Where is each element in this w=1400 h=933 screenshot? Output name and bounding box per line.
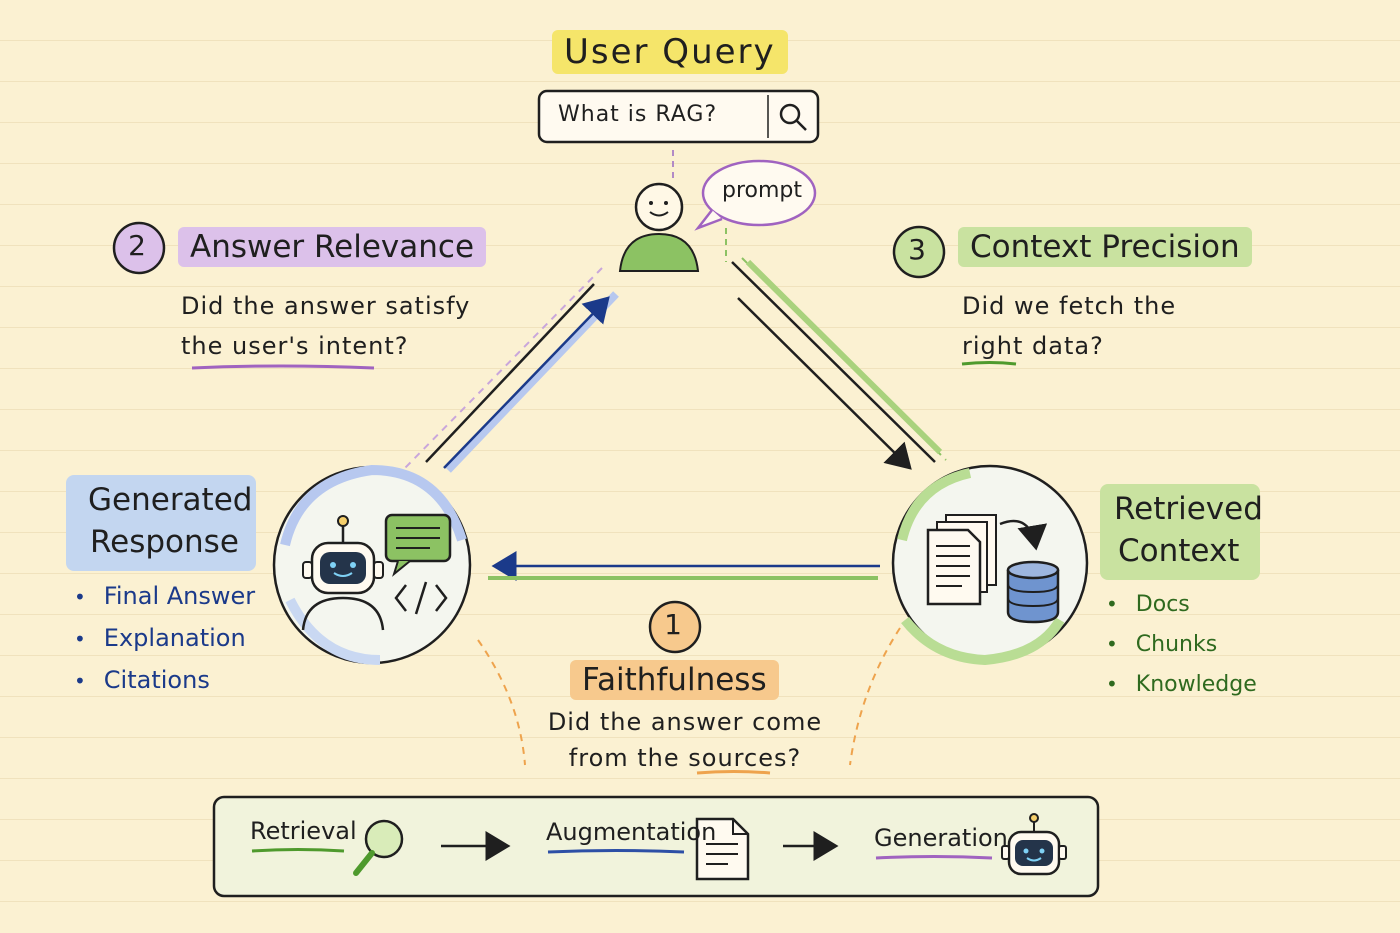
prompt-label: prompt xyxy=(722,178,803,203)
flow-arrows xyxy=(425,259,943,581)
pipeline-step-generation: Generation xyxy=(874,824,1008,852)
list-item: Citations xyxy=(74,659,255,701)
metric-number-3: 3 xyxy=(908,233,926,266)
user-query-title: User Query xyxy=(552,30,788,74)
list-item: Explanation xyxy=(74,617,255,659)
answer-relevance-question: Did the answer satisfy the user's intent… xyxy=(181,292,471,360)
retrieved-context-list: Docs Chunks Knowledge xyxy=(1106,584,1257,704)
generated-response-list: Final Answer Explanation Citations xyxy=(74,575,255,701)
search-box xyxy=(537,89,820,144)
search-icon xyxy=(779,103,807,131)
code-icon xyxy=(394,581,448,615)
pipeline-step-retrieval: Retrieval xyxy=(250,817,357,845)
context-precision-question: Did we fetch the right data? xyxy=(962,292,1177,360)
metric-number-1: 1 xyxy=(664,608,682,641)
prompt-bubble-icon xyxy=(694,159,817,231)
list-item: Chunks xyxy=(1106,624,1257,664)
faithfulness-title: Faithfulness xyxy=(570,660,779,700)
chat-bubble-icon xyxy=(384,513,452,577)
list-item: Docs xyxy=(1106,584,1257,624)
list-item: Final Answer xyxy=(74,575,255,617)
curved-arrow-icon xyxy=(999,519,1048,551)
generated-response-title: Generated Response xyxy=(66,475,256,571)
pipeline-box xyxy=(212,795,1100,898)
faithfulness-question: Did the answer come from the sources? xyxy=(547,708,823,772)
retrieved-context-title: Retrieved Context xyxy=(1100,484,1263,580)
metric-number-2: 2 xyxy=(128,229,146,262)
database-icon xyxy=(1006,560,1060,624)
robot-head-icon xyxy=(1001,813,1067,876)
list-item: Knowledge xyxy=(1106,664,1257,704)
user-icon xyxy=(618,182,700,272)
magnifier-icon xyxy=(353,819,404,876)
search-query-text: What is RAG? xyxy=(558,102,718,127)
answer-relevance-title: Answer Relevance xyxy=(178,227,487,267)
pipeline-step-augmentation: Augmentation xyxy=(546,818,717,846)
context-precision-title: Context Precision xyxy=(958,227,1252,267)
documents-icon xyxy=(926,514,997,606)
document-icon xyxy=(695,817,750,881)
robot-icon xyxy=(301,515,385,631)
